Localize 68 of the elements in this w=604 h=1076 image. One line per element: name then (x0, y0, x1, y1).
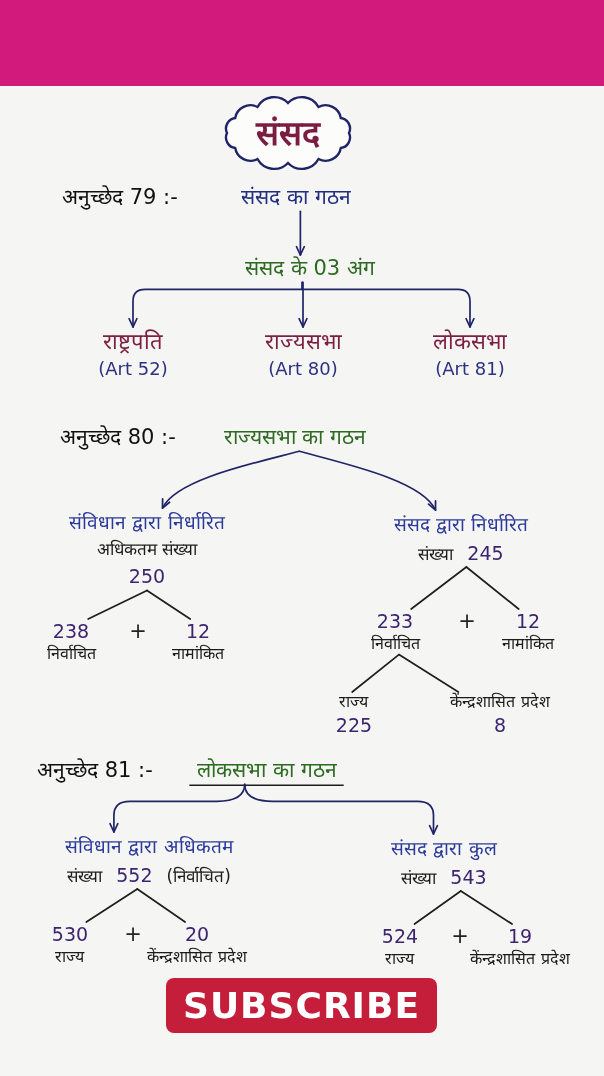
number-value: 12 (515, 609, 541, 634)
plus-sign: + (124, 922, 142, 948)
plus-sign: + (458, 609, 476, 635)
connector-line (398, 653, 460, 693)
category-label: केंन्द्रशासित प्रदेश (147, 946, 247, 968)
arrow (243, 783, 439, 835)
organ-name: लोकसभा (433, 328, 507, 356)
article-ref: (Art 81) (435, 356, 505, 381)
article-number: अनुच्छेद 79 :- (62, 184, 178, 212)
number-value: 552 (116, 862, 153, 888)
category-label: राज्य (55, 946, 85, 968)
number-value: 530 (51, 922, 89, 947)
connector-line (146, 589, 192, 620)
organ-name: राज्यसभा (264, 328, 342, 356)
connector-line (87, 589, 148, 620)
description-text: संख्या (67, 864, 103, 888)
arrow (295, 210, 306, 256)
section-heading: लोकसभा का गठन (197, 757, 337, 785)
number-value: 250 (128, 564, 166, 589)
article-ref: (Art 80) (268, 356, 338, 381)
article-number: अनुच्छेद 81 :- (37, 757, 153, 785)
description-text: अधिकतम संख्या (96, 537, 198, 561)
organ-name: राष्ट्रपति (103, 328, 163, 356)
number-value: 225 (335, 712, 373, 738)
connector-line (465, 566, 520, 610)
category-label: राज्य (339, 692, 369, 713)
method-heading: संविधान द्वारा निर्धारित (69, 510, 225, 535)
article-ref: (Art 52) (98, 356, 168, 381)
category-label: केंन्द्रशासित प्रदेश (450, 692, 550, 713)
method-heading: संसद द्वारा कुल (391, 836, 497, 862)
connector-line (410, 566, 468, 610)
connector-line (136, 888, 186, 923)
category-label: राज्य (385, 948, 415, 970)
connector-line (413, 890, 462, 925)
number-value: 238 (52, 619, 90, 644)
description-text: (निर्वाचित) (166, 864, 231, 888)
connector-line (459, 890, 513, 925)
section-heading: संसद का गठन (241, 184, 351, 212)
plus-sign: + (129, 619, 147, 645)
category-label: निर्वाचित (46, 643, 96, 665)
connector-line (351, 653, 400, 693)
category-label: नामांकित (502, 633, 554, 655)
subheading: संसद के 03 अंग (245, 255, 375, 283)
arrow (298, 281, 308, 328)
method-heading: संसद द्वारा निर्धारित (393, 512, 529, 537)
arrow (298, 450, 437, 511)
number-value: 233 (376, 609, 414, 634)
number-value: 524 (381, 924, 419, 949)
arrow (161, 450, 301, 509)
number-value: 245 (467, 540, 504, 566)
subscribe-button: SUBSCRIBE (166, 978, 437, 1033)
number-value: 12 (185, 619, 211, 644)
plus-sign: + (451, 924, 469, 950)
number-value: 20 (184, 922, 210, 947)
category-label: केंन्द्रशासित प्रदेश (470, 948, 570, 970)
description-text: संख्या (401, 866, 437, 890)
method-heading: संविधान द्वारा अधिकतम (65, 834, 233, 859)
connector-line (85, 888, 139, 923)
article-number: अनुच्छेद 80 :- (60, 424, 176, 452)
category-label: निर्वाचित (370, 633, 420, 655)
number-value: 19 (507, 924, 533, 949)
description-text: संख्या (418, 542, 454, 566)
title-text: संसद (256, 112, 320, 154)
category-label: नामांकित (172, 643, 224, 665)
section-heading: राज्यसभा का गठन (223, 424, 367, 452)
arrow (301, 281, 475, 328)
number-value: 543 (450, 864, 487, 890)
number-value: 8 (493, 712, 507, 738)
